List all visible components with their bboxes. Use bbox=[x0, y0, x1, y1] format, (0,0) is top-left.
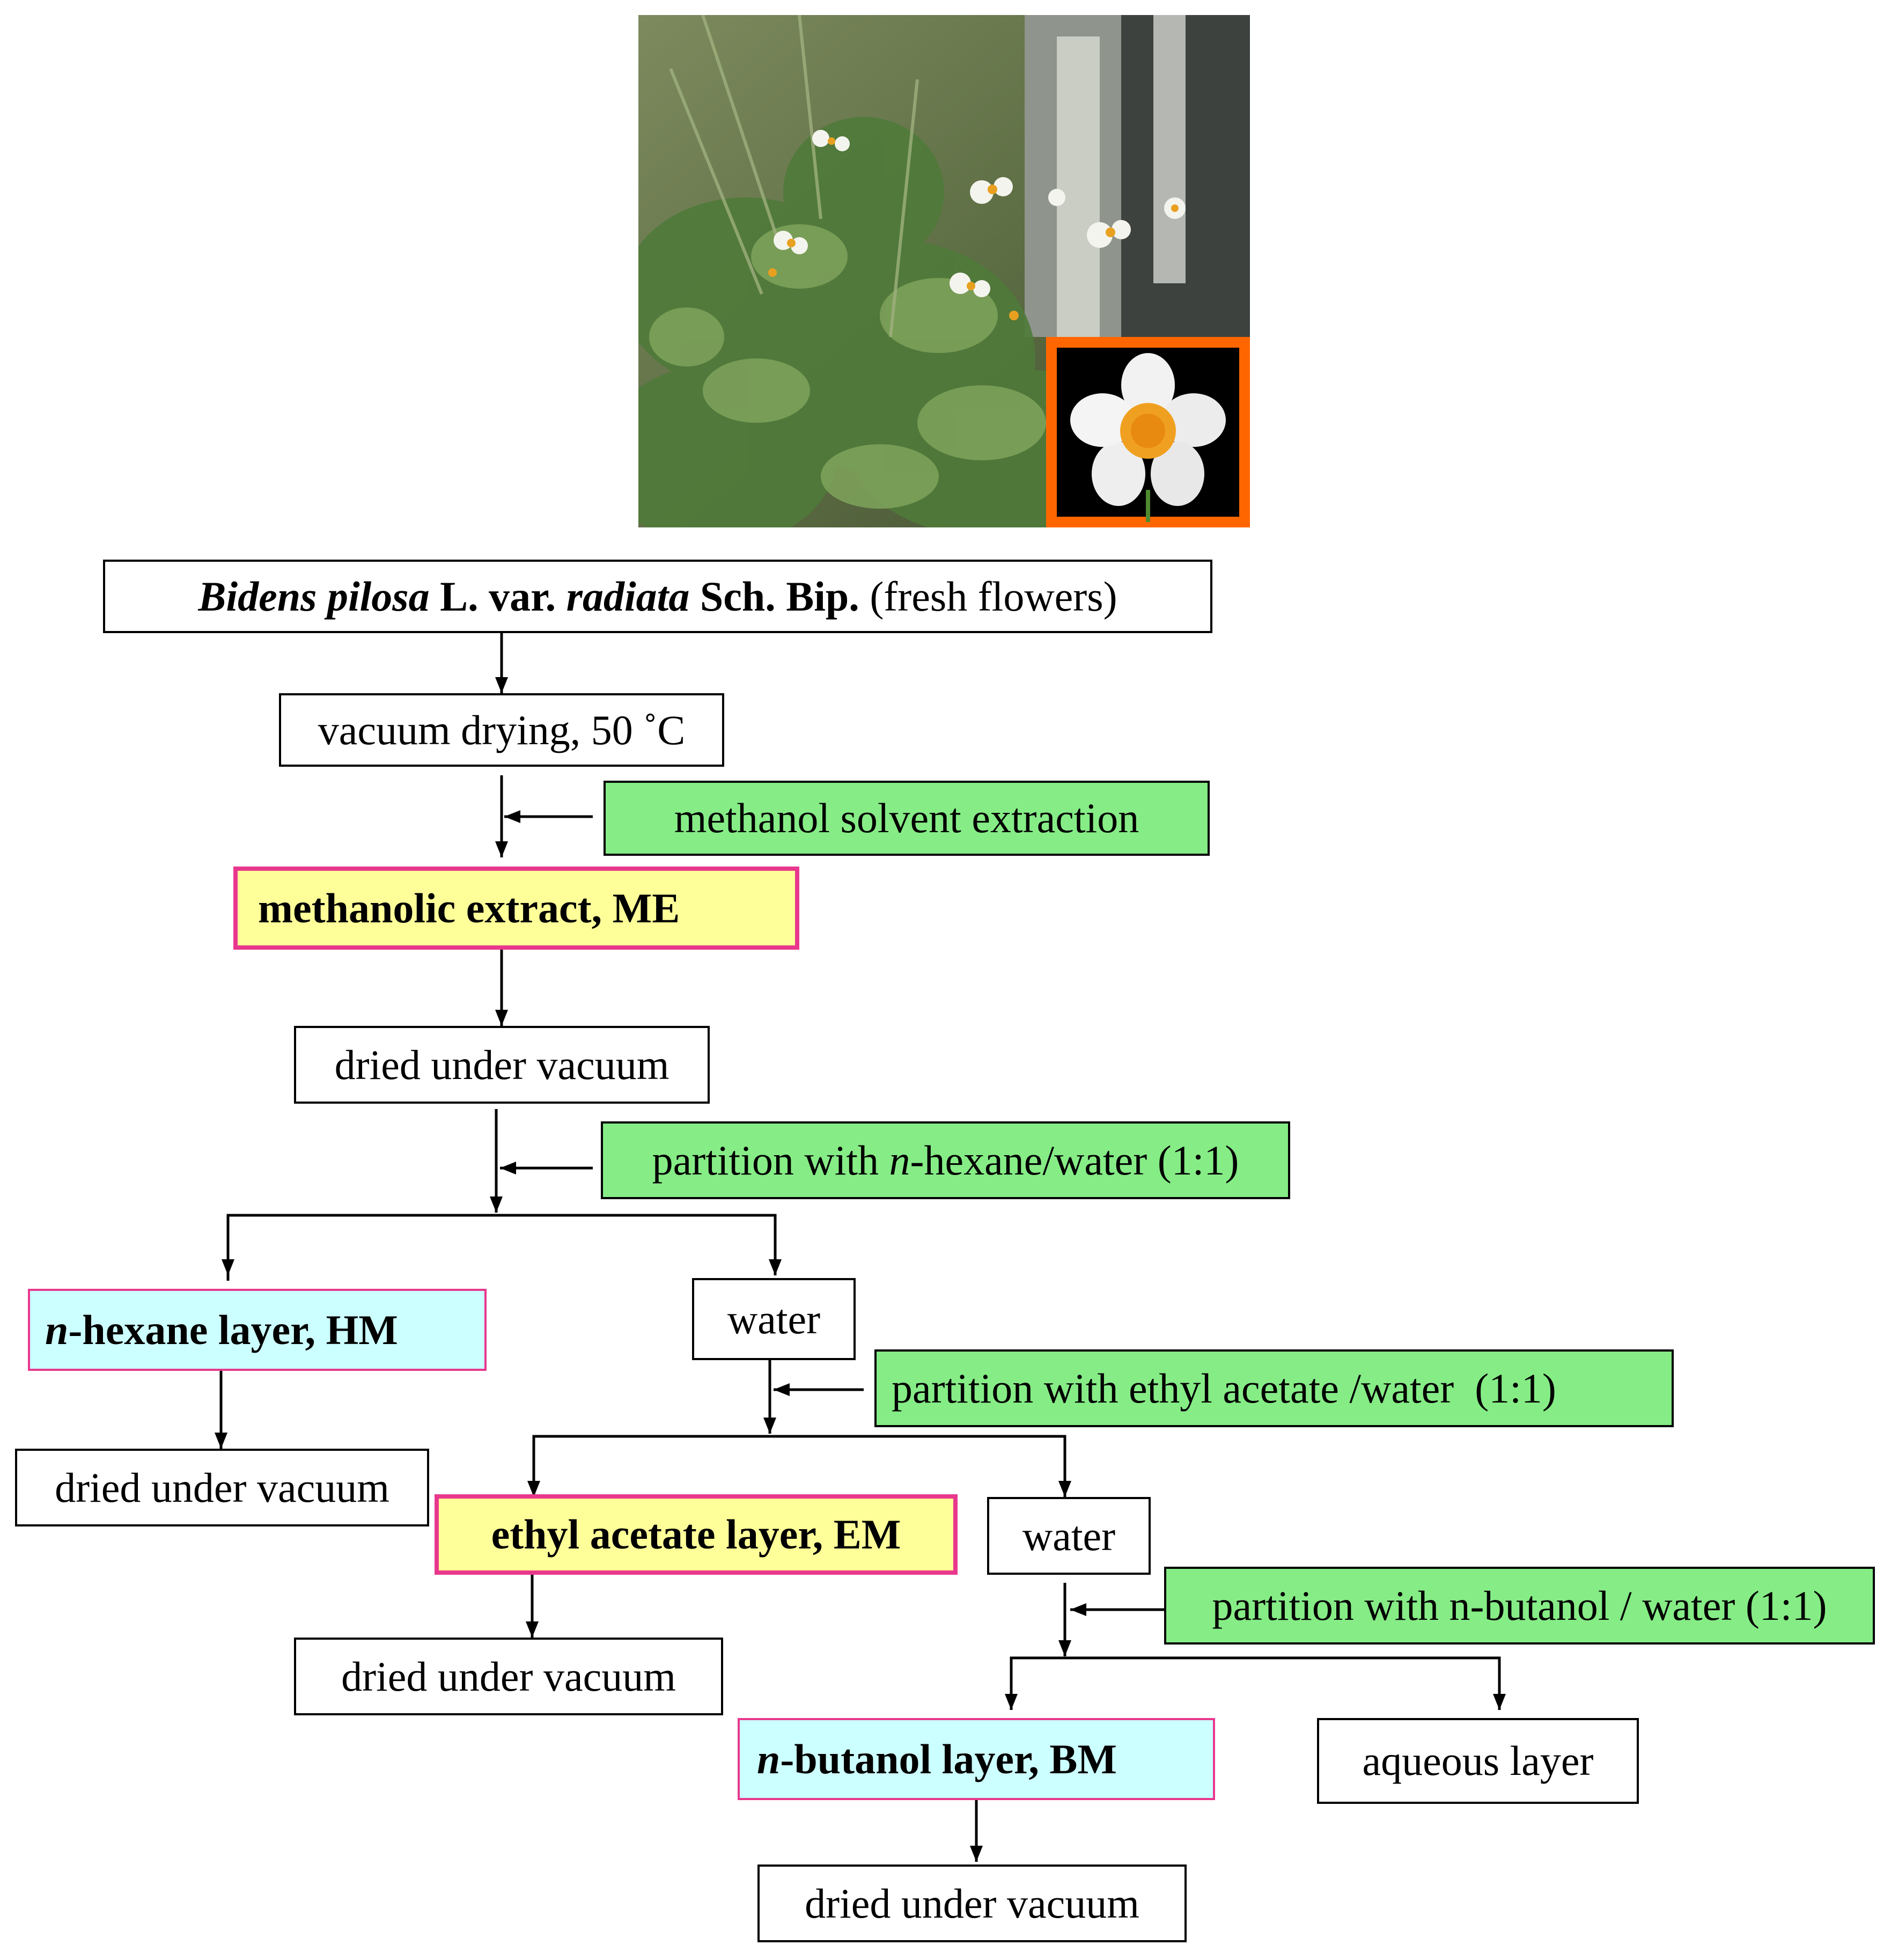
plant-photo bbox=[638, 15, 1250, 527]
methanol-extraction-label: methanol solvent extraction bbox=[674, 795, 1139, 841]
partition-hexane-suffix: -hexane/water (1:1) bbox=[910, 1136, 1239, 1184]
ethyl-layer-node: ethyl acetate layer, EM bbox=[435, 1494, 958, 1575]
source-part: (fresh flowers) bbox=[859, 572, 1117, 620]
aqueous-layer-label: aqueous layer bbox=[1362, 1737, 1594, 1784]
methanolic-extract-node: methanolic extract, ME bbox=[233, 867, 799, 950]
vacuum-drying-node: vacuum drying, 50 ˚C bbox=[279, 693, 724, 767]
vacuum-drying-label: vacuum drying, 50 ˚C bbox=[318, 706, 686, 753]
partition-ethyl-label: partition with ethyl acetate /water (1:1… bbox=[892, 1364, 1556, 1412]
source-authority: Sch. Bip. bbox=[689, 572, 859, 620]
dried-ethyl-node: dried under vacuum bbox=[294, 1638, 723, 1715]
partition-hexane-n: n bbox=[889, 1136, 910, 1184]
partition-butanol-step: partition with n-butanol / water (1:1) bbox=[1164, 1567, 1875, 1645]
flower-inset bbox=[1070, 353, 1226, 522]
dried-ethyl-label: dried under vacuum bbox=[341, 1653, 676, 1700]
hexane-layer-node: n -hexane layer, HM bbox=[28, 1289, 487, 1371]
butanol-layer-node: n -butanol layer, BM bbox=[738, 1718, 1215, 1800]
methanol-extraction-step: methanol solvent extraction bbox=[604, 781, 1210, 856]
source-lvar: L. var. bbox=[429, 572, 566, 620]
water-label-2: water bbox=[1022, 1512, 1116, 1559]
dried-node-1: dried under vacuum bbox=[294, 1026, 710, 1104]
dried-hexane-label: dried under vacuum bbox=[55, 1464, 389, 1511]
partition-ethyl-step: partition with ethyl acetate /water (1:1… bbox=[874, 1349, 1674, 1427]
methanolic-extract-label: methanolic extract, ME bbox=[258, 884, 680, 931]
hexane-layer-n: n bbox=[45, 1306, 69, 1353]
dried-butanol-node: dried under vacuum bbox=[757, 1864, 1187, 1942]
source-variety: radiata bbox=[566, 572, 690, 620]
ethyl-layer-label: ethyl acetate layer, EM bbox=[491, 1511, 901, 1558]
water-node-2: water bbox=[987, 1497, 1151, 1575]
partition-butanol-label: partition with n-butanol / water (1:1) bbox=[1212, 1582, 1827, 1629]
split-ethyl bbox=[532, 1435, 1066, 1475]
split-hexane bbox=[226, 1214, 777, 1281]
butanol-layer-suffix: -butanol layer, BM bbox=[780, 1735, 1117, 1782]
water-node-1: water bbox=[692, 1278, 856, 1360]
hexane-layer-suffix: -hexane layer, HM bbox=[68, 1306, 398, 1353]
water-label-1: water bbox=[727, 1295, 821, 1342]
split-butanol bbox=[1010, 1656, 1501, 1706]
dried-hexane-node: dried under vacuum bbox=[15, 1449, 429, 1526]
aqueous-layer-node: aqueous layer bbox=[1317, 1718, 1639, 1804]
dried-label-1: dried under vacuum bbox=[334, 1041, 669, 1088]
partition-hexane-step: partition with n -hexane/water (1:1) bbox=[601, 1121, 1290, 1199]
butanol-layer-n: n bbox=[757, 1735, 781, 1782]
dried-butanol-label: dried under vacuum bbox=[805, 1880, 1139, 1927]
partition-hexane-prefix: partition with bbox=[652, 1136, 889, 1184]
source-node: Bidens pilosa L. var. radiata Sch. Bip. … bbox=[103, 560, 1212, 633]
source-species: Bidens pilosa bbox=[198, 572, 430, 620]
